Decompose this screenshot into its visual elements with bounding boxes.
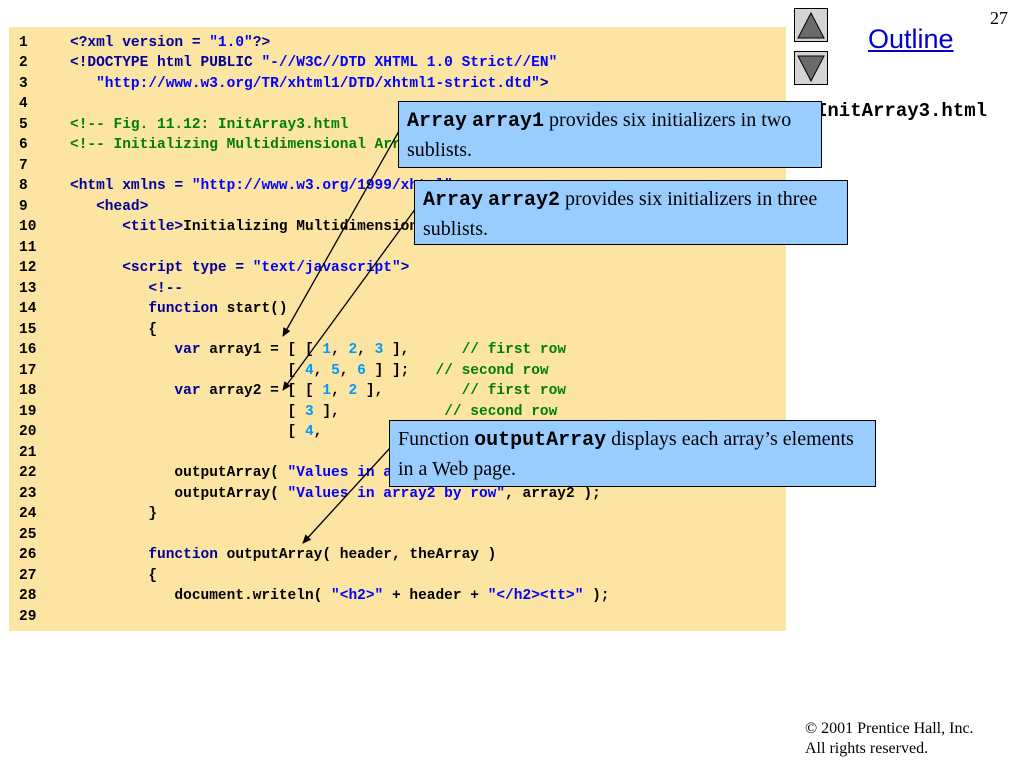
arrow-output [302, 447, 391, 544]
code-text: var array1 = [ [ 1, 2, 3 ], // first row [70, 342, 567, 358]
callout-output-array: Function outputArray displays each array… [389, 420, 876, 487]
line-number: 16 [19, 342, 37, 358]
outline-link[interactable]: Outline [868, 24, 954, 54]
code-text: { [70, 322, 158, 338]
line-number: 26 [19, 547, 37, 563]
copyright-notice: © 2001 Prentice Hall, Inc. All rights re… [805, 719, 974, 759]
line-number: 7 [19, 158, 28, 174]
code-text: var array2 = [ [ 1, 2 ], // first row [70, 383, 567, 399]
line-number: 1 [19, 35, 28, 51]
line-number: 8 [19, 178, 28, 194]
code-text: <?xml version = "1.0"?> [70, 35, 271, 51]
callout-array2: Array array2 provides six initializers i… [414, 180, 848, 245]
callout-array1-code-word: Array [407, 110, 468, 133]
callout-array1-text: provides six initializers in two sublist… [407, 109, 792, 161]
line-number: 17 [19, 363, 37, 379]
copyright-line-1: 2001 Prentice Hall, Inc. [817, 720, 974, 737]
code-text: { [70, 568, 158, 584]
code-text: outputArray( "Values in array2 by row", … [70, 486, 601, 502]
code-text: document.writeln( "<h2>" + header + "</h… [70, 588, 610, 604]
callout-output-text: displays each array’s elements in a Web … [398, 428, 854, 480]
line-number: 29 [19, 609, 37, 625]
line-number: 18 [19, 383, 37, 399]
line-number: 6 [19, 137, 28, 153]
code-text: function outputArray( header, theArray ) [70, 547, 497, 563]
code-text: [ 3 ], // second row [70, 404, 558, 420]
copyright-symbol: © [805, 720, 818, 737]
line-number: 5 [19, 117, 28, 133]
line-number: 9 [19, 199, 28, 215]
code-text: <script type = "text/javascript"> [70, 260, 410, 276]
line-number: 27 [19, 568, 37, 584]
line-number: 13 [19, 281, 37, 297]
line-number: 22 [19, 465, 37, 481]
code-text: <!-- [70, 281, 184, 297]
line-number: 20 [19, 424, 37, 440]
callout-array2-text: provides six initializers in three subli… [423, 188, 818, 240]
triangle-up-icon [797, 11, 825, 39]
callout-array1: Array array1 provides six initializers i… [398, 101, 822, 168]
arrow-array1 [282, 130, 400, 337]
line-number: 25 [19, 527, 37, 543]
line-number: 2 [19, 55, 28, 71]
code-text: [ 4, 5, 6 ] ]; // second row [70, 363, 549, 379]
code-text: "http://www.w3.org/TR/xhtml1/DTD/xhtml1-… [70, 76, 549, 92]
triangle-down-icon [797, 55, 825, 83]
line-number: 24 [19, 506, 37, 522]
line-number: 10 [19, 219, 37, 235]
line-number: 3 [19, 76, 28, 92]
file-name-label: InitArray3.html [816, 100, 988, 122]
line-number: 21 [19, 445, 37, 461]
line-number: 4 [19, 96, 28, 112]
line-number: 28 [19, 588, 37, 604]
line-number: 11 [19, 240, 37, 256]
line-number: 19 [19, 404, 37, 420]
line-number: 14 [19, 301, 37, 317]
code-text: <!-- Fig. 11.12: InitArray3.html [70, 117, 349, 133]
code-text: } [70, 506, 158, 522]
previous-slide-button[interactable] [794, 8, 828, 42]
next-slide-button[interactable] [794, 51, 828, 85]
code-text: <!DOCTYPE html PUBLIC "-//W3C//DTD XHTML… [70, 55, 558, 71]
callout-output-prefix: Function [398, 428, 475, 450]
code-text: function start() [70, 301, 288, 317]
line-number: 23 [19, 486, 37, 502]
callout-array1-code-name: array1 [472, 110, 545, 133]
line-number: 12 [19, 260, 37, 276]
slide-number: 27 [990, 8, 1008, 28]
callout-array2-code-word: Array [423, 189, 484, 212]
callout-output-code-name: outputArray [474, 429, 607, 452]
code-text: <head> [70, 199, 149, 215]
callout-array2-code-name: array2 [488, 189, 561, 212]
line-number: 15 [19, 322, 37, 338]
copyright-line-2: All rights reserved. [805, 740, 929, 757]
code-text: [ 4, [70, 424, 323, 440]
arrow-array2 [282, 207, 417, 391]
